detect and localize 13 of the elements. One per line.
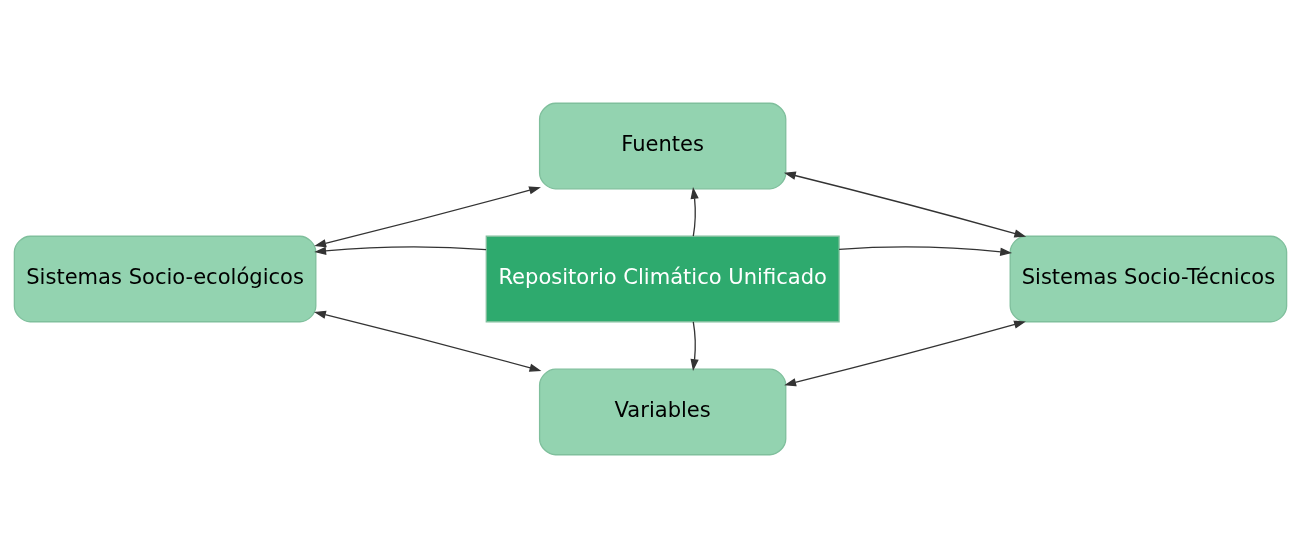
node-box: Sistemas Socio-Técnicos	[1009, 235, 1288, 323]
arrow	[314, 246, 487, 256]
arrow	[314, 186, 541, 248]
arrow	[783, 171, 1027, 238]
node-box: Fuentes	[538, 102, 787, 190]
arrow	[314, 310, 542, 372]
arrow	[690, 321, 699, 371]
node-box: Repositorio Climático Unificado	[485, 235, 840, 323]
arrow	[784, 320, 1026, 387]
node-box: Sistemas Socio-ecológicos	[13, 235, 317, 323]
arrow	[690, 187, 699, 237]
node-box: Variables	[538, 368, 787, 456]
arrow	[838, 246, 1013, 256]
